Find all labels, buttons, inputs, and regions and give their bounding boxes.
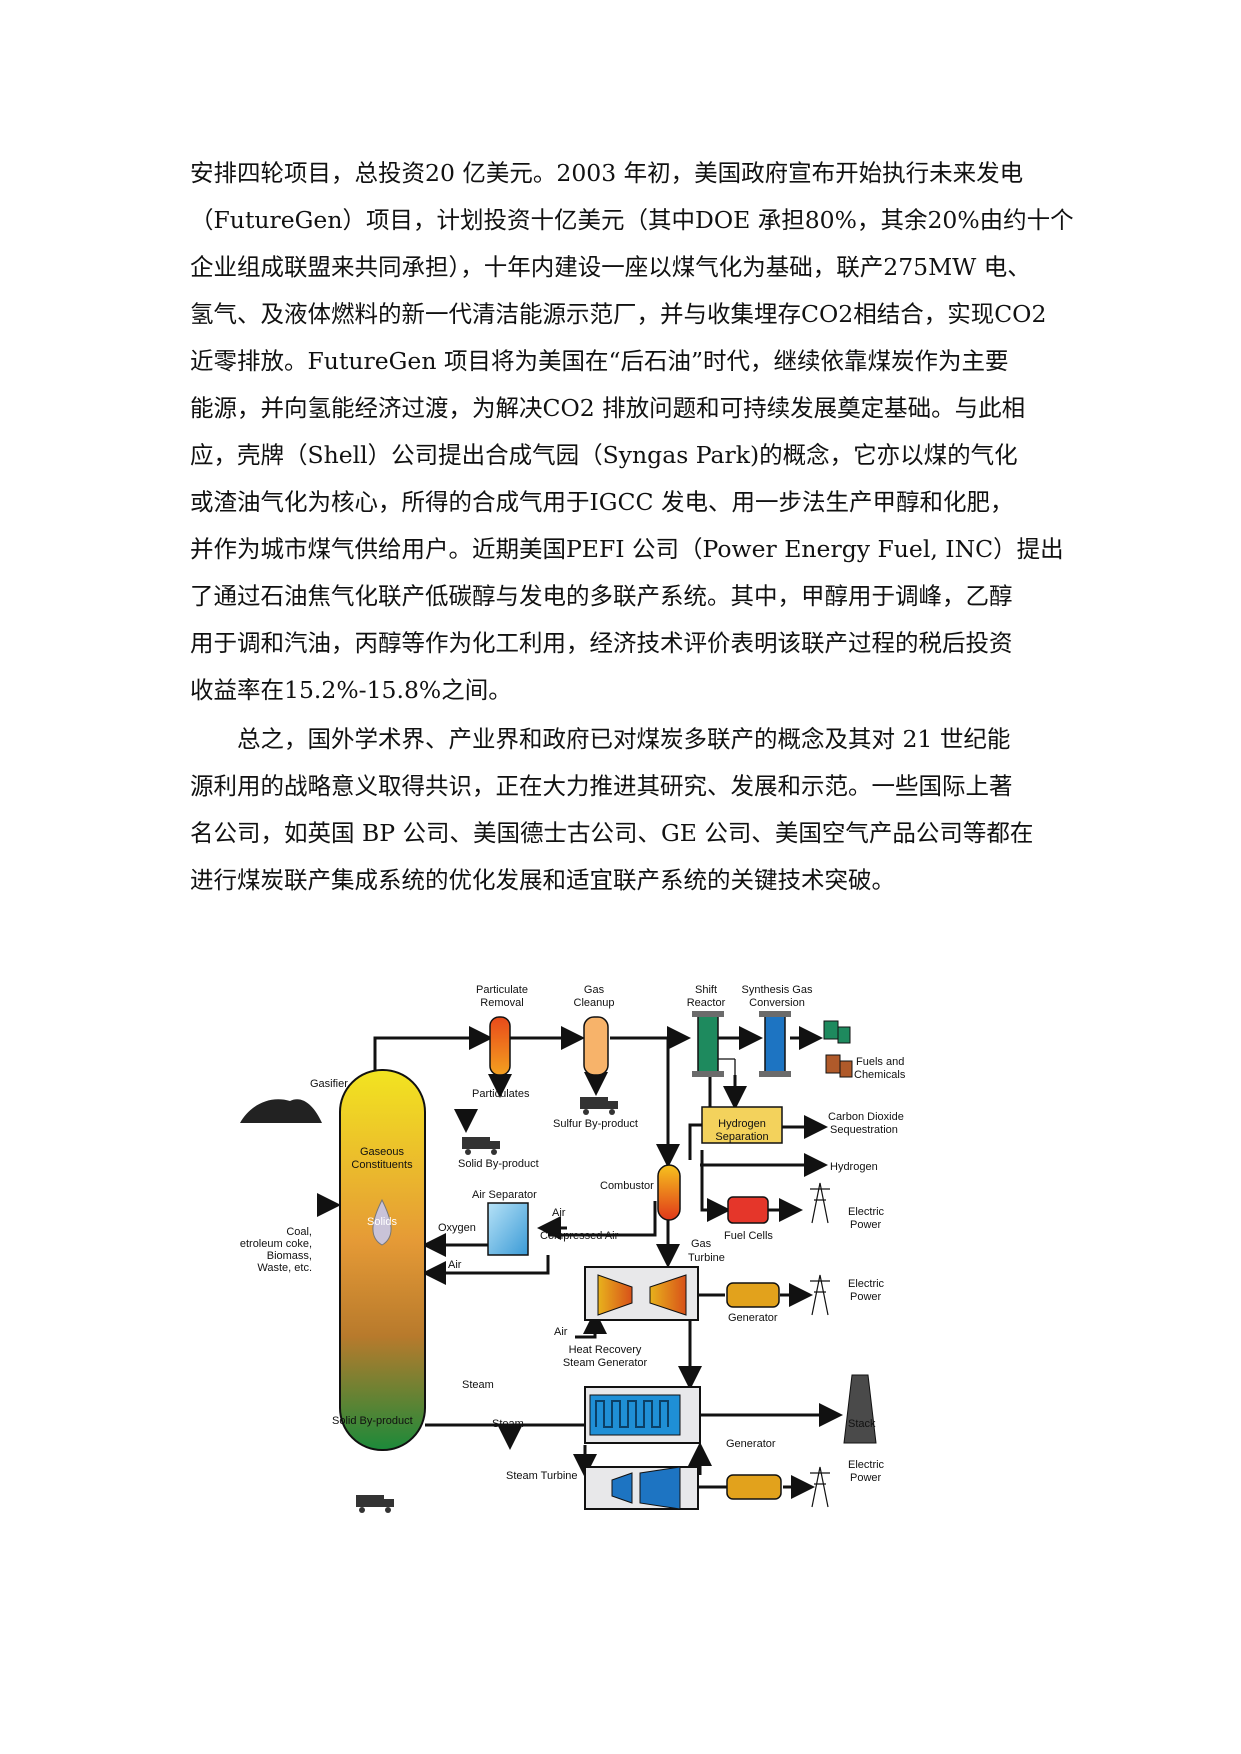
label-gaseous-2: Constituents	[351, 1159, 413, 1171]
label-coal-1: Coal,	[286, 1226, 312, 1238]
label-power-2a: Electric	[848, 1278, 885, 1290]
label-air-separator: Air Separator	[472, 1189, 537, 1201]
combustor-vessel	[657, 1164, 681, 1221]
text-line: 能源，并向氢能经济过渡，为解决CO2 排放问题和可持续发展奠定基础。与此相	[190, 394, 1026, 422]
coal-polygeneration-diagram: Particulate Removal Gas Cleanup Shift Re…	[240, 984, 906, 1513]
text-line: 名公司，如英国 BP 公司、美国德士古公司、GE 公司、美国空气产品公司等都在	[190, 819, 1034, 847]
solids-drop-icon	[372, 1198, 392, 1246]
label-particulates: Particulates	[472, 1088, 530, 1100]
particulate-removal-vessel	[489, 1016, 511, 1076]
label-cleanup-2: Cleanup	[574, 997, 615, 1009]
label-coal-2: Petroleum coke,	[240, 1238, 312, 1250]
label-gaseous-1: Gaseous	[360, 1146, 405, 1158]
text-line: 收益率在15.2%-15.8%之间。	[190, 676, 512, 704]
label-hydrogen: Hydrogen	[830, 1161, 878, 1173]
label-gas-turbine-1: Gas	[691, 1238, 712, 1250]
text-line: （FutureGen）项目，计划投资十亿美元（其中DOE 承担80%，其余20%…	[190, 206, 1074, 234]
stack-icon	[843, 1374, 877, 1444]
synthesis-gas-converter	[764, 1012, 786, 1076]
label-compressed-air: Compressed Air	[540, 1230, 619, 1242]
label-oxygen: Oxygen	[438, 1222, 476, 1234]
label-synthesis-2: Conversion	[749, 997, 805, 1009]
label-steam-2: Steam	[492, 1418, 524, 1430]
label-synthesis-1: Synthesis Gas	[742, 984, 813, 996]
body-text: 安排四轮项目，总投资20 亿美元。2003 年初，美国政府宣布开始执行未来发电 （…	[190, 150, 1074, 904]
label-particulate-1: Particulate	[476, 984, 528, 996]
label-fuel-cells: Fuel Cells	[724, 1230, 773, 1242]
label-cleanup-1: Gas	[584, 984, 605, 996]
text-line: 应，壳牌（Shell）公司提出合成气园（Syngas Park)的概念，它亦以煤…	[190, 441, 1018, 469]
label-hrsg-1: Heat Recovery	[569, 1344, 642, 1356]
label-air-return: Air	[448, 1259, 462, 1271]
generator-2	[726, 1474, 782, 1500]
label-power-1a: Electric	[848, 1206, 885, 1218]
text-line: 氢气、及液体燃料的新一代清洁能源示范厂，并与收集埋存CO2相结合，实现CO2	[190, 300, 1047, 328]
label-hydrogen-sep-2: Separation	[715, 1131, 768, 1143]
label-fuels-1: Fuels and	[856, 1056, 904, 1068]
generator-1	[726, 1282, 780, 1308]
text-line: 安排四轮项目，总投资20 亿美元。2003 年初，美国政府宣布开始执行未来发电	[190, 159, 1024, 187]
label-solid-byproduct-bottom: Solid By-product	[332, 1415, 413, 1427]
text-line: 并作为城市煤气供给用户。近期美国PEFI 公司（Power Energy Fue…	[190, 535, 1064, 563]
text-line: 近零排放。FutureGen 项目将为美国在“后石油”时代，继续依靠煤炭作为主要	[190, 347, 1009, 375]
shift-reactor	[697, 1012, 719, 1076]
label-particulate-2: Removal	[480, 997, 523, 1009]
label-shift-2: Reactor	[687, 997, 726, 1009]
text-line: 源利用的战略意义取得共识，正在大力推进其研究、发展和示范。一些国际上著	[190, 772, 1013, 800]
text-line: 用于调和汽油，丙醇等作为化工利用，经济技术评价表明该联产过程的税后投资	[190, 629, 1013, 657]
fuels-barrels-icon	[823, 1020, 853, 1078]
label-hydrogen-sep-1: Hydrogen	[718, 1118, 766, 1130]
gas-cleanup-vessel	[583, 1016, 609, 1076]
air-separator-box	[487, 1202, 529, 1256]
diagram-labels: Particulate Removal Gas Cleanup Shift Re…	[240, 984, 906, 1484]
label-power-3b: Power	[850, 1472, 882, 1484]
text-line: 总之，国外学术界、产业界和政府已对煤炭多联产的概念及其对 21 世纪能	[237, 725, 1011, 753]
label-gas-turbine-2: Turbine	[688, 1252, 725, 1264]
label-carbon-2: Sequestration	[830, 1124, 898, 1136]
label-sulfur: Sulfur By-product	[553, 1118, 638, 1130]
label-power-3a: Electric	[848, 1459, 885, 1471]
label-fuels-2: Chemicals	[854, 1069, 906, 1081]
label-carbon-1: Carbon Dioxide	[828, 1111, 904, 1123]
label-solid-byproduct-top: Solid By-product	[458, 1158, 539, 1170]
label-stack: Stack	[848, 1418, 876, 1430]
text-line: 进行煤炭联产集成系统的优化发展和适宜联产系统的关键技术突破。	[190, 866, 895, 894]
label-generator-2: Generator	[726, 1438, 776, 1450]
label-coal-4: Waste, etc.	[257, 1262, 312, 1274]
text-line: 了通过石油焦气化联产低碳醇与发电的多联产系统。其中，甲醇用于调峰，乙醇	[190, 582, 1013, 610]
text-line: 企业组成联盟来共同承担），十年内建设一座以煤气化为基础，联产275MW 电、	[190, 253, 1031, 281]
label-solids: Solids	[367, 1216, 397, 1228]
label-steam-turbine: Steam Turbine	[506, 1470, 578, 1482]
label-hrsg-2: Steam Generator	[563, 1357, 648, 1369]
truck-icon	[356, 1097, 618, 1513]
hydrogen-separation-box	[701, 1106, 783, 1144]
text-line: 或渣油气化为核心，所得的合成气用于IGCC 发电、用一步法生产甲醇和化肥，	[190, 488, 1014, 516]
power-pylon-icon	[810, 1182, 830, 1508]
label-power-1b: Power	[850, 1219, 882, 1231]
label-air-turbine: Air	[554, 1326, 568, 1338]
label-power-2b: Power	[850, 1291, 882, 1303]
label-shift-1: Shift	[695, 984, 717, 996]
label-combustor: Combustor	[600, 1180, 654, 1192]
label-gasifier: Gasifier	[310, 1078, 348, 1090]
label-air-in: Air	[552, 1207, 566, 1219]
label-steam-1: Steam	[462, 1379, 494, 1391]
label-coal-3: Biomass,	[267, 1250, 312, 1262]
coal-pile-icon	[240, 1099, 322, 1123]
gasifier-vessel	[339, 1069, 426, 1451]
label-generator-1: Generator	[728, 1312, 778, 1324]
fuel-cell-box	[727, 1196, 769, 1224]
